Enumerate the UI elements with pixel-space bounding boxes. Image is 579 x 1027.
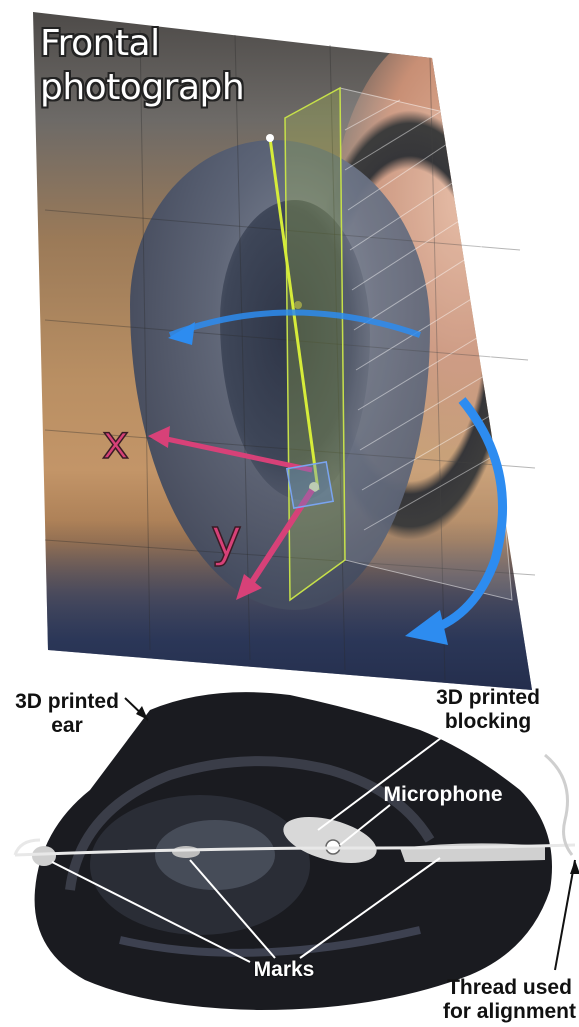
x-axis-label: x: [102, 415, 129, 469]
thread-pointer-head: [570, 860, 579, 874]
x-axis-arrowhead: [148, 426, 170, 448]
photo-title-line1: Frontal: [40, 22, 244, 66]
mark-center: [172, 846, 200, 858]
ear-inner-highlight: [155, 820, 275, 890]
label-3d-printed-blocking: 3D printed blocking: [428, 686, 548, 734]
photo-title-line2: photograph: [40, 66, 244, 110]
label-thread-alignment: Thread used for alignment: [440, 976, 579, 1024]
hatched-plane: [340, 88, 512, 600]
y-axis-label: y: [211, 508, 242, 568]
axis-top-point: [266, 134, 274, 142]
ear-pointer-head: [136, 706, 148, 720]
thread-tail: [545, 755, 572, 855]
rotation-arrowhead: [405, 610, 448, 645]
axis-mid-point: [294, 301, 302, 309]
label-microphone: Microphone: [381, 783, 505, 807]
origin-cube: [287, 462, 333, 508]
label-marks: Marks: [242, 958, 326, 982]
label-3d-printed-ear: 3D printed ear: [14, 690, 120, 738]
photo-title: Frontal photograph: [40, 22, 244, 110]
vertical-plane: [285, 88, 345, 600]
